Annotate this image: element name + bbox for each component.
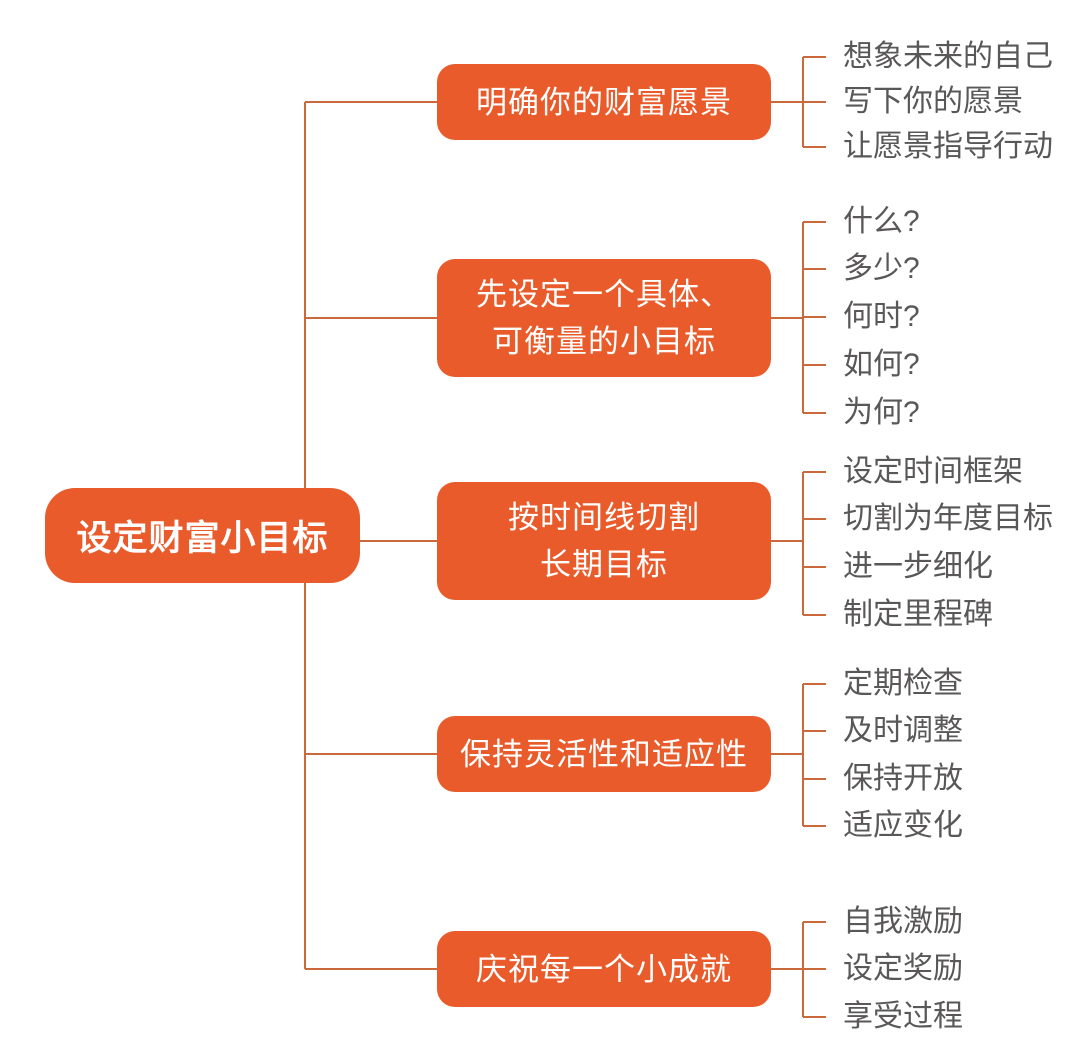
branch-node-timeline-split[interactable]: 按时间线切割 长期目标 [437,482,771,600]
branch-node-celebrate[interactable]: 庆祝每一个小成就 [437,931,771,1007]
branch-node-label-line1: 按时间线切割 [508,500,700,535]
branch-node-label-line1: 先设定一个具体、 [476,277,732,312]
leaf-node[interactable]: 多少? [843,252,920,285]
leaf-node[interactable]: 让愿景指导行动 [843,130,1053,163]
branch-node-label-line2: 可衡量的小目标 [492,324,716,359]
branch-node-wealth-vision[interactable]: 明确你的财富愿景 [437,64,771,140]
leaf-node[interactable]: 进一步细化 [843,550,993,583]
branch-node-label: 明确你的财富愿景 [476,84,732,120]
leaf-node[interactable]: 制定里程碑 [843,598,993,631]
leaf-node[interactable]: 及时调整 [843,714,963,747]
root-node-label: 设定财富小目标 [76,519,329,558]
leaf-node[interactable]: 如何? [843,348,920,381]
leaf-node[interactable]: 什么? [843,205,920,238]
leaf-node[interactable]: 切割为年度目标 [843,502,1053,535]
leaf-node[interactable]: 保持开放 [843,762,963,795]
root-node[interactable]: 设定财富小目标 [45,488,360,583]
branch-node-specific-goal[interactable]: 先设定一个具体、 可衡量的小目标 [437,259,771,377]
leaf-node[interactable]: 设定时间框架 [843,455,1023,488]
leaf-node[interactable]: 享受过程 [843,1000,963,1033]
leaf-node[interactable]: 自我激励 [843,905,963,938]
branch-node-label: 庆祝每一个小成就 [476,951,732,987]
leaf-node[interactable]: 设定奖励 [843,952,963,985]
leaf-node[interactable]: 定期检查 [843,667,963,700]
leaf-node[interactable]: 何时? [843,300,920,333]
branch-node-label: 保持灵活性和适应性 [460,736,748,772]
leaf-node[interactable]: 想象未来的自己 [843,40,1053,73]
leaf-node[interactable]: 为何? [843,396,920,429]
branch-node-label-line2: 长期目标 [540,547,668,582]
branch-node-flexibility[interactable]: 保持灵活性和适应性 [437,716,771,792]
leaf-node[interactable]: 适应变化 [843,809,963,842]
leaf-node[interactable]: 写下你的愿景 [843,85,1023,118]
